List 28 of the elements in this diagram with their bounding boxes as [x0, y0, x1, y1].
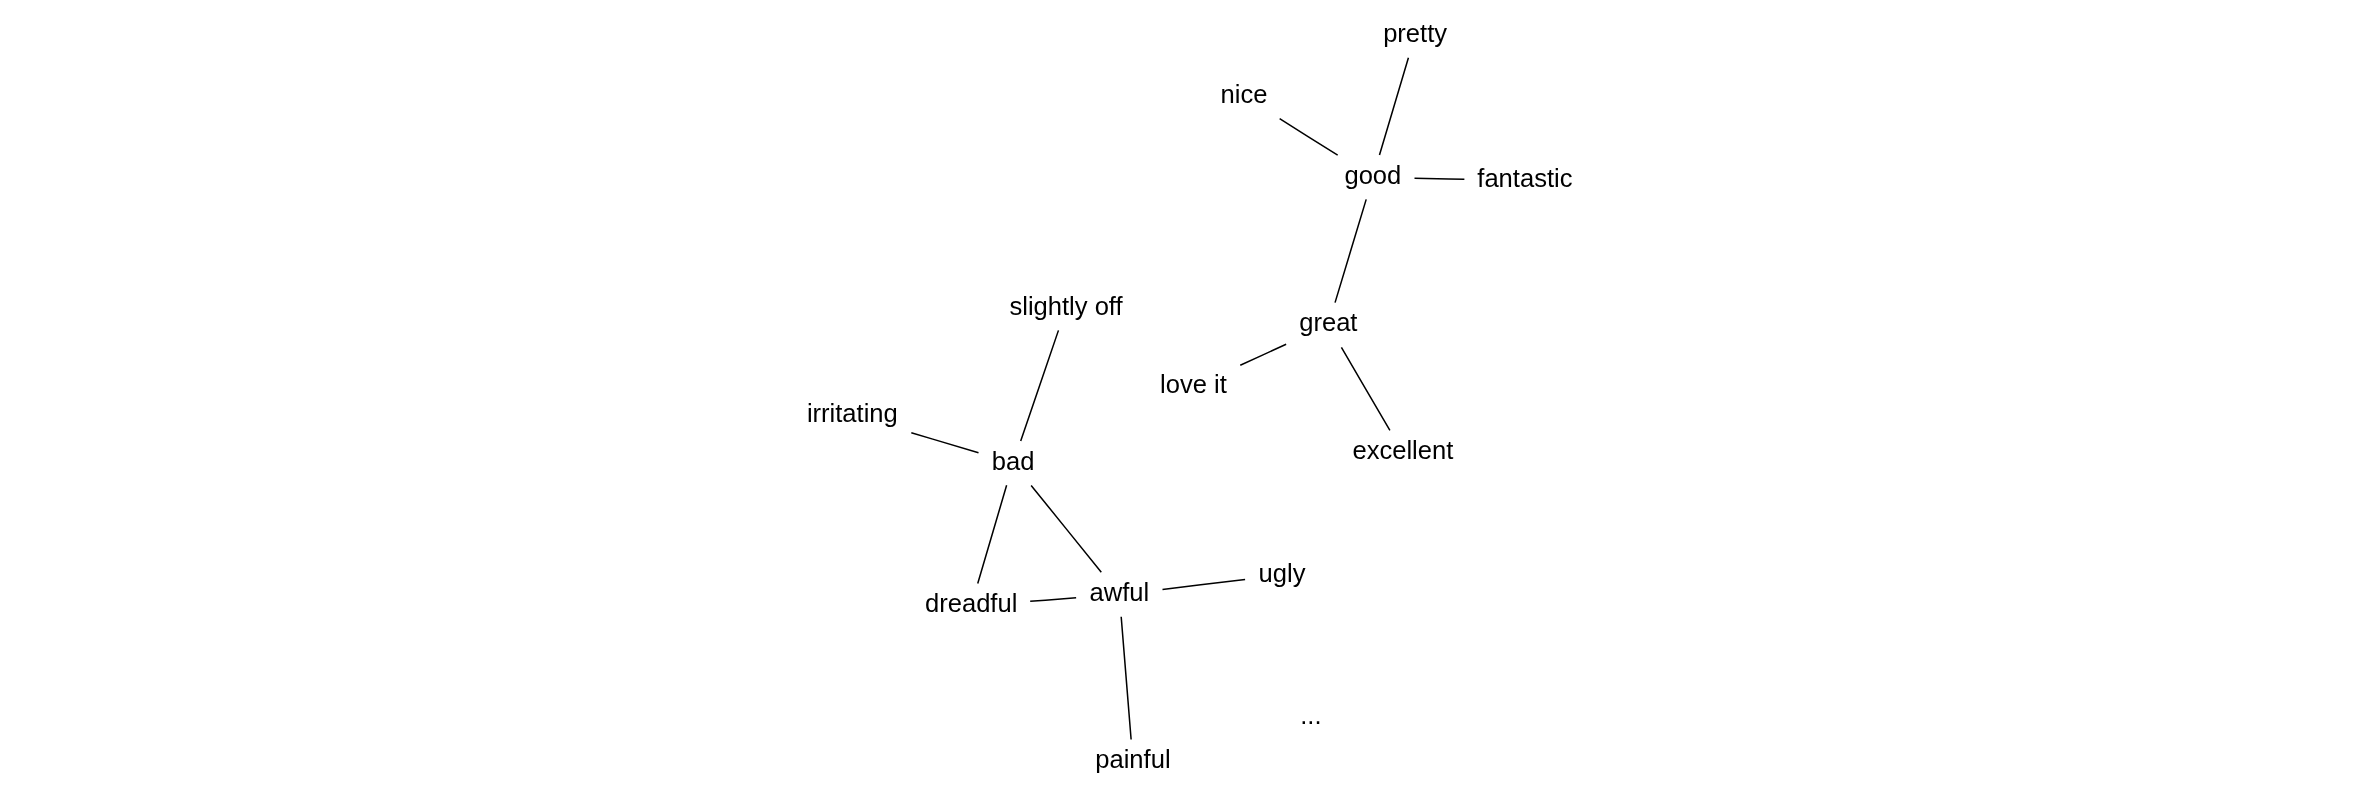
- connector: [1239, 343, 1287, 367]
- node-text: great: [1299, 308, 1358, 337]
- connector: [1161, 578, 1246, 591]
- node-text: bad: [991, 446, 1035, 475]
- node-text: excellent: [1352, 436, 1454, 465]
- connector: [1029, 597, 1077, 603]
- node-text: painful: [1095, 745, 1171, 774]
- node-text: slightly off: [1009, 291, 1123, 320]
- connector: [1413, 177, 1466, 180]
- node-text: irritating: [806, 398, 898, 427]
- connector: [1378, 56, 1410, 156]
- connector: [910, 431, 980, 454]
- connector: [1340, 346, 1391, 432]
- node-text: ugly: [1258, 558, 1306, 587]
- connector: [977, 484, 1008, 585]
- node-text: pretty: [1383, 18, 1448, 47]
- node-text: good: [1344, 160, 1402, 189]
- connector: [1278, 117, 1339, 156]
- node-text: love it: [1160, 370, 1227, 399]
- connector: [1120, 616, 1132, 741]
- connector: [1019, 329, 1060, 442]
- node-text: fantastic: [1477, 164, 1573, 193]
- connector: [1030, 484, 1103, 573]
- connector: [1334, 198, 1367, 304]
- label: ...: [1300, 701, 1322, 730]
- node-text: awful: [1089, 578, 1150, 607]
- node-text: dreadful: [925, 589, 1018, 618]
- node-text: nice: [1220, 79, 1268, 108]
